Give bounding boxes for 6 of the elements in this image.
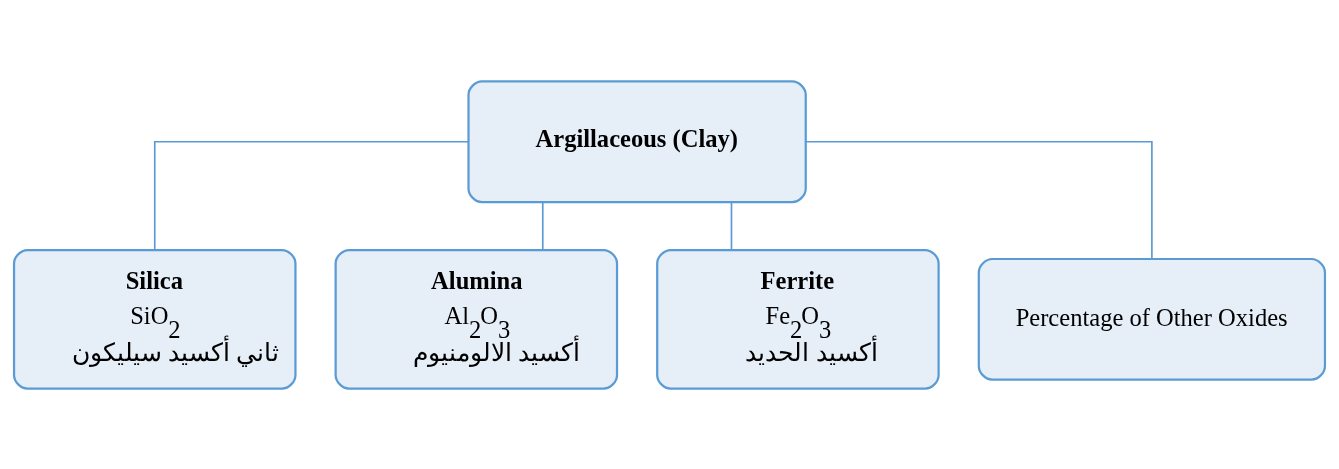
node-box: Argillaceous (Clay)	[467, 79, 807, 203]
connector	[805, 140, 1153, 260]
node-box: Percentage of Other Oxides	[977, 257, 1327, 381]
connector	[153, 140, 470, 250]
connector	[730, 201, 733, 251]
connector	[541, 201, 544, 251]
